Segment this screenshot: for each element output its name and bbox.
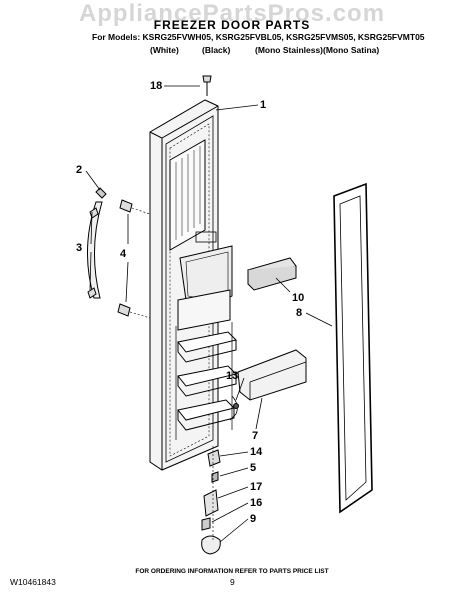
- handle-stud: [119, 199, 133, 213]
- callout-9: 9: [250, 513, 257, 525]
- door-handle: [87, 201, 103, 299]
- callout-8: 8: [296, 307, 303, 319]
- color-mono-satina: (Mono Satina): [323, 45, 380, 55]
- top-screw: [202, 75, 212, 83]
- handle-stud: [117, 303, 131, 317]
- color-white: (White): [150, 45, 179, 55]
- callout-16: 16: [250, 497, 263, 509]
- callout-17: 17: [250, 481, 263, 493]
- hinge-cap: [201, 535, 221, 555]
- ordering-note: FOR ORDERING INFORMATION REFER TO PARTS …: [135, 568, 329, 575]
- callout-3: 3: [76, 242, 83, 254]
- document-number: W10461843: [10, 577, 56, 587]
- callout-14: 14: [250, 446, 263, 458]
- callout-5: 5: [250, 462, 257, 474]
- page-number: 9: [230, 577, 235, 587]
- page-title: FREEZER DOOR PARTS: [153, 18, 311, 32]
- color-mono-stainless: (Mono Stainless): [255, 45, 324, 55]
- callout-10: 10: [292, 292, 305, 304]
- callout-4: 4: [120, 248, 127, 260]
- callout-13: 13: [226, 370, 239, 382]
- color-black: (Black): [202, 45, 231, 55]
- callout-18: 18: [150, 80, 163, 92]
- model-list: For Models: KSRG25FVWH05, KSRG25FVBL05, …: [92, 32, 425, 42]
- door-liner-edge: [165, 115, 214, 463]
- hinge-pin: [211, 471, 219, 483]
- callout-7: 7: [252, 430, 259, 442]
- hinge-bushing: [207, 449, 221, 467]
- door-gasket: [333, 182, 373, 514]
- door-bin: [237, 349, 307, 401]
- callout-1: 1: [260, 99, 267, 111]
- chute-housing: [169, 139, 206, 251]
- watermark: AppliancePartsPros.com: [78, 0, 386, 27]
- hinge-bracket: [203, 489, 219, 517]
- callout-2: 2: [76, 164, 83, 176]
- hinge-screw: [201, 517, 211, 531]
